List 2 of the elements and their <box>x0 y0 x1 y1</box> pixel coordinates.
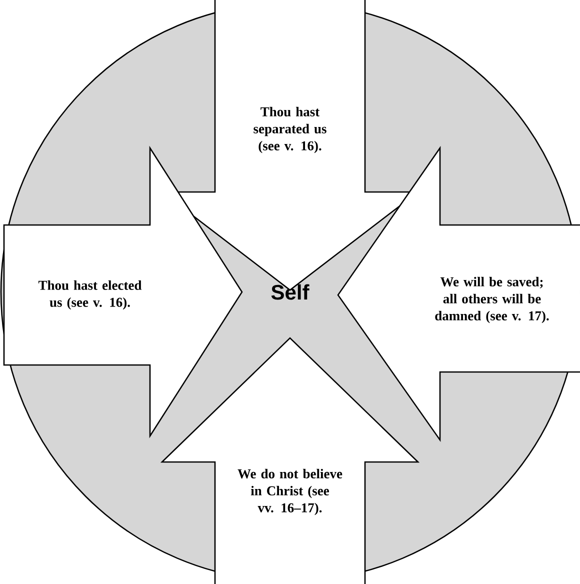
node-label: Thou hast separated us (see v. 16). <box>254 106 326 154</box>
node-label: We will be saved; all others will be damned (see v. 17). <box>435 276 549 324</box>
